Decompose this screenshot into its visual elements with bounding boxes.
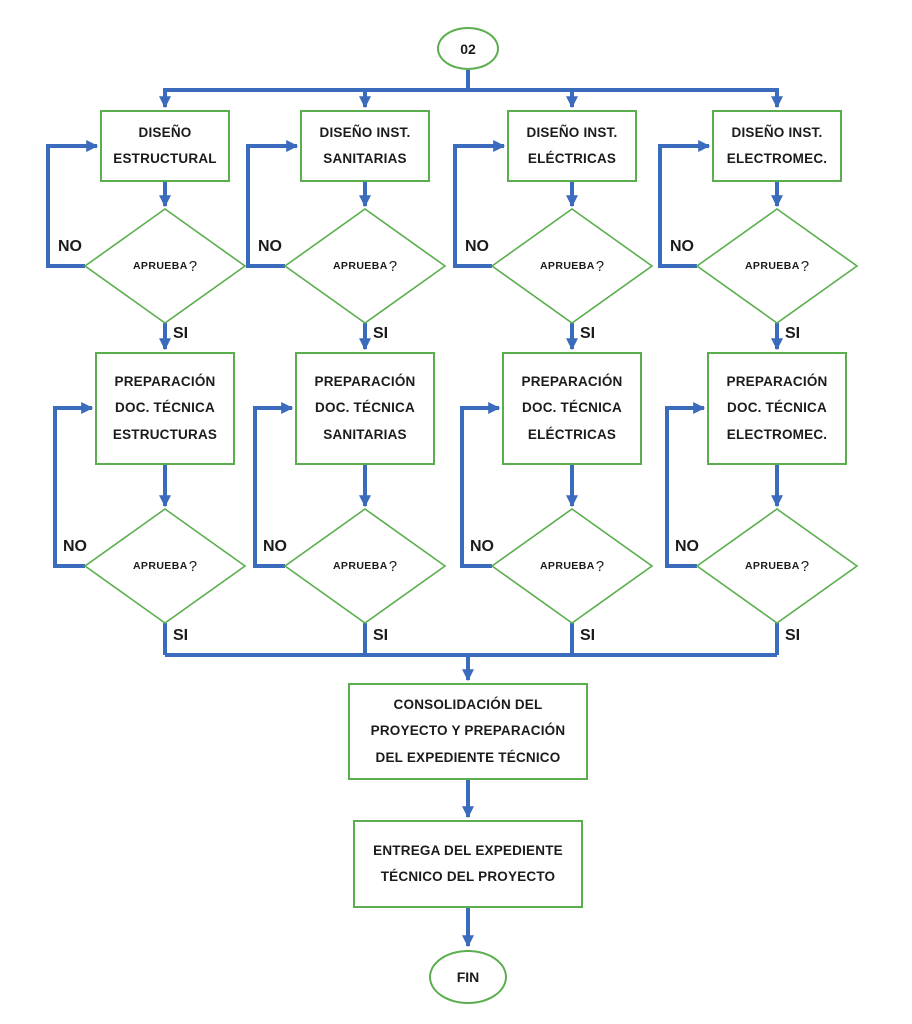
branch-label-no: NO — [465, 238, 489, 255]
end-node-fin: FIN — [429, 950, 507, 1004]
decision-diamond — [83, 208, 247, 324]
connector-no-loop — [246, 140, 299, 268]
decision-diamond — [490, 508, 654, 624]
branch-label-si: SI — [173, 627, 189, 644]
process-label: PREPARACIÓN DOC. TÉCNICA ESTRUCTURAS — [112, 374, 218, 442]
decision-diamond — [283, 508, 447, 624]
process-label: DISEÑO INST. ELECTROMEC. — [726, 124, 828, 166]
connector-no-loop — [665, 402, 706, 568]
decision-diamond — [695, 208, 859, 324]
process-box-entrega: ENTREGA DEL EXPEDIENTE TÉCNICO DEL PROYE… — [353, 820, 583, 908]
connector-no-loop — [253, 402, 294, 568]
connector-no-loop — [46, 140, 99, 268]
decision-diamond — [695, 508, 859, 624]
process-box-consolidacion: CONSOLIDACIÓN DEL PROYECTO Y PREPARACIÓN… — [348, 683, 588, 780]
decision-label: APRUEBA? — [332, 557, 398, 575]
branch-label-no: NO — [58, 238, 82, 255]
decision-label: APRUEBA? — [539, 257, 605, 275]
branch-label-si: SI — [173, 325, 189, 342]
branch-label-si: SI — [580, 325, 596, 342]
process-label: PREPARACIÓN DOC. TÉCNICA ELECTROMEC. — [726, 374, 828, 442]
process-box-diseno-electromec: DISEÑO INST. ELECTROMEC. — [712, 110, 842, 182]
decision-label: APRUEBA? — [332, 257, 398, 275]
branch-label-si: SI — [580, 627, 596, 644]
process-box-prep-electricas: PREPARACIÓN DOC. TÉCNICA ELÉCTRICAS — [502, 352, 642, 465]
branch-label-si: SI — [373, 325, 389, 342]
decision-label: APRUEBA? — [744, 557, 810, 575]
process-label: CONSOLIDACIÓN DEL PROYECTO Y PREPARACIÓN… — [370, 697, 566, 765]
start-node-02: 02 — [437, 27, 499, 70]
decision-label: APRUEBA? — [132, 257, 198, 275]
process-label: DISEÑO INST. SANITARIAS — [319, 124, 411, 166]
start-label: 02 — [460, 40, 476, 57]
connector-no-loop — [460, 402, 501, 568]
process-label: PREPARACIÓN DOC. TÉCNICA SANITARIAS — [314, 374, 416, 442]
decision-diamond — [83, 508, 247, 624]
decision-diamond — [283, 208, 447, 324]
branch-label-no: NO — [675, 538, 699, 555]
branch-label-no: NO — [63, 538, 87, 555]
decision-label: APRUEBA? — [539, 557, 605, 575]
decision-label: APRUEBA? — [744, 257, 810, 275]
connector-no-loop — [53, 402, 94, 568]
decision-label: APRUEBA? — [132, 557, 198, 575]
connectors — [46, 70, 783, 948]
process-label: DISEÑO ESTRUCTURAL — [113, 124, 217, 166]
decision-diamond — [490, 208, 654, 324]
process-label: ENTREGA DEL EXPEDIENTE TÉCNICO DEL PROYE… — [373, 842, 563, 884]
end-label: FIN — [456, 969, 480, 985]
branch-label-si: SI — [785, 325, 801, 342]
branch-label-no: NO — [670, 238, 694, 255]
decision-diamonds — [83, 208, 859, 624]
branch-label-no: NO — [263, 538, 287, 555]
process-box-prep-estructuras: PREPARACIÓN DOC. TÉCNICA ESTRUCTURAS — [95, 352, 235, 465]
branch-label-no: NO — [470, 538, 494, 555]
connector-no-loop — [453, 140, 506, 268]
branch-label-si: SI — [373, 627, 389, 644]
process-box-prep-sanitarias: PREPARACIÓN DOC. TÉCNICA SANITARIAS — [295, 352, 435, 465]
branch-label-no: NO — [258, 238, 282, 255]
process-box-prep-electromec: PREPARACIÓN DOC. TÉCNICA ELECTROMEC. — [707, 352, 847, 465]
branch-label-si: SI — [785, 627, 801, 644]
process-label: DISEÑO INST. ELÉCTRICAS — [526, 124, 618, 166]
process-label: PREPARACIÓN DOC. TÉCNICA ELÉCTRICAS — [521, 374, 623, 442]
process-box-diseno-sanitarias: DISEÑO INST. SANITARIAS — [300, 110, 430, 182]
process-box-diseno-electricas: DISEÑO INST. ELÉCTRICAS — [507, 110, 637, 182]
connector-no-loop — [658, 140, 711, 268]
process-box-diseno-estructural: DISEÑO ESTRUCTURAL — [100, 110, 230, 182]
